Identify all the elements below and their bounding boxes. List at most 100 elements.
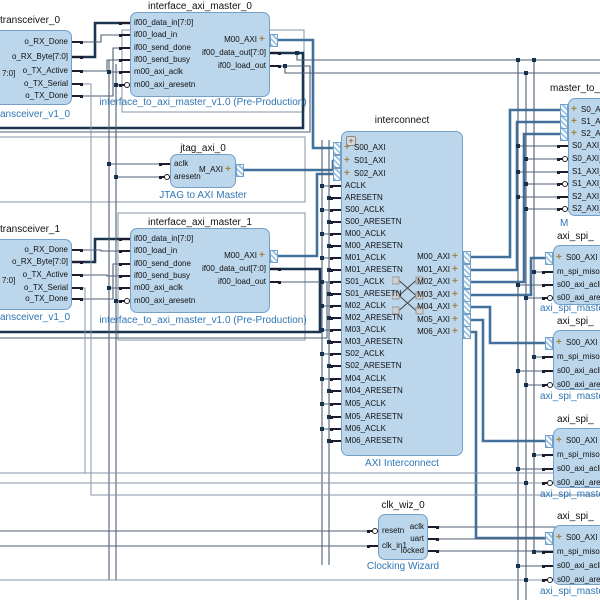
- interconnect-port-m04-axi[interactable]: M04_AXI: [417, 302, 450, 311]
- interconnect-port-m04-axi-connector[interactable]: [463, 300, 471, 314]
- transceiver-1-port-o-rx-done[interactable]: o_RX_Done: [24, 245, 68, 254]
- master-to[interactable]: [568, 98, 600, 216]
- expand-plus-icon[interactable]: +: [344, 142, 350, 153]
- interconnect-port-s02-axi[interactable]: S02_AXI: [354, 169, 386, 178]
- interface-axi-master-0-port-m00-axi-aresetn[interactable]: m00_axi_aresetn: [134, 80, 196, 89]
- interconnect-port-m00-aresetn[interactable]: M00_ARESETN: [345, 241, 403, 250]
- interconnect-port-m05-aclk[interactable]: M05_ACLK: [345, 399, 386, 408]
- wire-thin-76[interactable]: [284, 66, 600, 74]
- expand-plus-icon[interactable]: +: [452, 276, 458, 287]
- transceiver-1-port-7-0-[interactable]: 7:0]: [2, 276, 16, 285]
- interconnect-port-m06-axi-connector[interactable]: [463, 325, 471, 339]
- expand-plus-icon[interactable]: +: [344, 155, 350, 166]
- interface-axi-master-0-port-if00-load-out[interactable]: if00_load_out: [217, 61, 266, 70]
- axi-spi-2-port-s00-axi-ares[interactable]: s00_axi_ares: [557, 478, 600, 487]
- master-to-port-s2-axi-a[interactable]: S2_AXI_A: [572, 192, 600, 201]
- axi-spi-3-port-s00-axi[interactable]: S00_AXI: [566, 533, 598, 542]
- master-to-port-s1-axi-a[interactable]: S1_AXI_A: [572, 179, 600, 188]
- axi-spi-1-port-m-spi-miso[interactable]: m_spi_miso: [557, 352, 600, 361]
- axi-spi-0-port-s00-axi-aclk[interactable]: s00_axi_aclk: [557, 280, 600, 289]
- transceiver-1[interactable]: [0, 239, 72, 310]
- interconnect-port-m00-axi[interactable]: M00_AXI: [417, 252, 450, 261]
- wire-axi-4[interactable]: [270, 38, 341, 150]
- interconnect-port-m02-axi[interactable]: M02_AXI: [417, 277, 450, 286]
- expand-plus-icon[interactable]: +: [571, 104, 577, 115]
- jtag-axi-0-port-aclk[interactable]: aclk: [174, 159, 189, 168]
- interface-axi-master-1-port-if00-load-out[interactable]: if00_load_out: [217, 277, 266, 286]
- interface-axi-master-1-port-m00-axi-aclk[interactable]: m00_axi_aclk: [134, 283, 183, 292]
- transceiver-1-port-o-tx-done[interactable]: o_TX_Done: [25, 294, 68, 303]
- expand-plus-icon[interactable]: +: [259, 250, 265, 261]
- master-to-port-s1-axi[interactable]: S1_AXI: [581, 117, 600, 126]
- transceiver-1-port-o-tx-serial[interactable]: o_TX_Serial: [23, 283, 68, 292]
- interconnect-port-m03-aresetn[interactable]: M03_ARESETN: [345, 337, 403, 346]
- axi-spi-1-port-s00-axi-ares[interactable]: s00_axi_ares: [557, 380, 600, 389]
- expand-plus-icon[interactable]: +: [259, 34, 265, 45]
- expand-plus-icon[interactable]: +: [556, 252, 562, 263]
- expand-plus-icon[interactable]: +: [344, 168, 350, 179]
- interconnect-port-s00-axi-connector[interactable]: [333, 141, 341, 155]
- wire-thin-16[interactable]: [72, 34, 130, 43]
- expand-plus-icon[interactable]: +: [452, 326, 458, 337]
- wire-data-2[interactable]: [0, 51, 305, 130]
- interface-axi-master-0-port-if00-send-done[interactable]: if00_send_done: [134, 43, 191, 52]
- interconnect-port-s00-aclk[interactable]: S00_ACLK: [345, 205, 385, 214]
- wire-axi-10[interactable]: [463, 256, 553, 297]
- master-to-port-s0-axi-a[interactable]: S0_AXI_A: [572, 154, 600, 163]
- axi-spi-0-port-s00-axi-connector[interactable]: [545, 251, 553, 265]
- axi-spi-1[interactable]: [553, 330, 600, 390]
- master-to-port-s0-axi-a[interactable]: S0_AXI_A: [572, 141, 600, 150]
- expand-plus-icon[interactable]: +: [452, 289, 458, 300]
- interface-axi-master-1[interactable]: [130, 228, 270, 313]
- interconnect-port-m01-aclk[interactable]: M01_ACLK: [345, 253, 386, 262]
- interface-axi-master-0-port-if00-send-busy[interactable]: if00_send_busy: [134, 55, 191, 64]
- interconnect-port-s01-aclk[interactable]: S01_ACLK: [345, 277, 385, 286]
- axi-spi-2-port-s00-axi[interactable]: S00_AXI: [566, 436, 598, 445]
- interconnect-port-m04-aresetn[interactable]: M04_ARESETN: [345, 386, 403, 395]
- wire-axi-5[interactable]: [236, 159, 341, 172]
- expand-plus-icon[interactable]: +: [225, 164, 231, 175]
- transceiver-0[interactable]: [0, 30, 72, 105]
- interconnect-port-m06-aclk[interactable]: M06_ACLK: [345, 424, 386, 433]
- wire-thin-75[interactable]: [296, 53, 600, 61]
- interface-axi-master-1-port-if00-send-done[interactable]: if00_send_done: [134, 259, 191, 268]
- axi-spi-0[interactable]: [553, 245, 600, 305]
- interconnect-port-m00-axi-connector[interactable]: [463, 250, 471, 264]
- interface-axi-master-0-port-m00-axi[interactable]: M00_AXI: [224, 35, 257, 44]
- interconnect-port-s01-axi[interactable]: S01_AXI: [354, 156, 386, 165]
- transceiver-0-port-o-rx-byte-7-0-[interactable]: o_RX_Byte[7:0]: [11, 52, 68, 61]
- interface-axi-master-0-port-if00-data-out-7-0-[interactable]: if00_data_out[7:0]: [201, 48, 266, 57]
- expand-plus-icon[interactable]: +: [452, 314, 458, 325]
- interconnect-port-m01-axi[interactable]: M01_AXI: [417, 265, 450, 274]
- axi-spi-1-port-s00-axi[interactable]: S00_AXI: [566, 338, 598, 347]
- clk-wiz-0-port-aclk[interactable]: aclk: [409, 522, 424, 531]
- axi-spi-1-port-s00-axi-aclk[interactable]: s00_axi_aclk: [557, 366, 600, 375]
- interconnect-port-s02-aclk[interactable]: S02_ACLK: [345, 349, 385, 358]
- interface-axi-master-1-port-if00-data-out-7-0-[interactable]: if00_data_out[7:0]: [201, 264, 266, 273]
- wire-thin-15[interactable]: [0, 281, 328, 339]
- expand-plus-icon[interactable]: +: [452, 251, 458, 262]
- clk-wiz-0-port-resetn[interactable]: resetn: [382, 526, 405, 535]
- interface-axi-master-1-port-if00-load-in[interactable]: if00_load_in: [134, 246, 178, 255]
- interconnect-port-m00-aclk[interactable]: M00_ACLK: [345, 229, 386, 238]
- interconnect-port-m02-aresetn[interactable]: M02_ARESETN: [345, 313, 403, 322]
- interconnect-port-m04-aclk[interactable]: M04_ACLK: [345, 374, 386, 383]
- clk-wiz-0[interactable]: [378, 514, 428, 560]
- axi-spi-2[interactable]: [553, 428, 600, 488]
- interface-axi-master-0-port-m00-axi-aclk[interactable]: m00_axi_aclk: [134, 67, 183, 76]
- wire-thin-14[interactable]: [0, 65, 311, 133]
- expand-plus-icon[interactable]: +: [556, 435, 562, 446]
- interconnect-port-aclk[interactable]: ACLK: [345, 181, 366, 190]
- expand-plus-icon[interactable]: +: [452, 301, 458, 312]
- jtag-axi-0-port-aresetn[interactable]: aresetn: [174, 172, 201, 181]
- interface-axi-master-1-port-m00-axi-aresetn[interactable]: m00_axi_aresetn: [134, 296, 196, 305]
- jtag-axi-0-port-m-axi[interactable]: M_AXI: [198, 165, 223, 174]
- interconnect-port-s01-aresetn[interactable]: S01_ARESETN: [345, 289, 402, 298]
- interconnect-port-s00-aresetn[interactable]: S00_ARESETN: [345, 217, 402, 226]
- axi-spi-1-port-s00-axi-connector[interactable]: [545, 336, 553, 350]
- interface-axi-master-0[interactable]: [130, 12, 270, 97]
- interconnect-port-m06-aresetn[interactable]: M06_ARESETN: [345, 436, 403, 445]
- master-to-port-s2-axi-a[interactable]: S2_AXI_A: [572, 204, 600, 213]
- clk-wiz-0-port-clk-in1[interactable]: clk_in1: [382, 541, 407, 550]
